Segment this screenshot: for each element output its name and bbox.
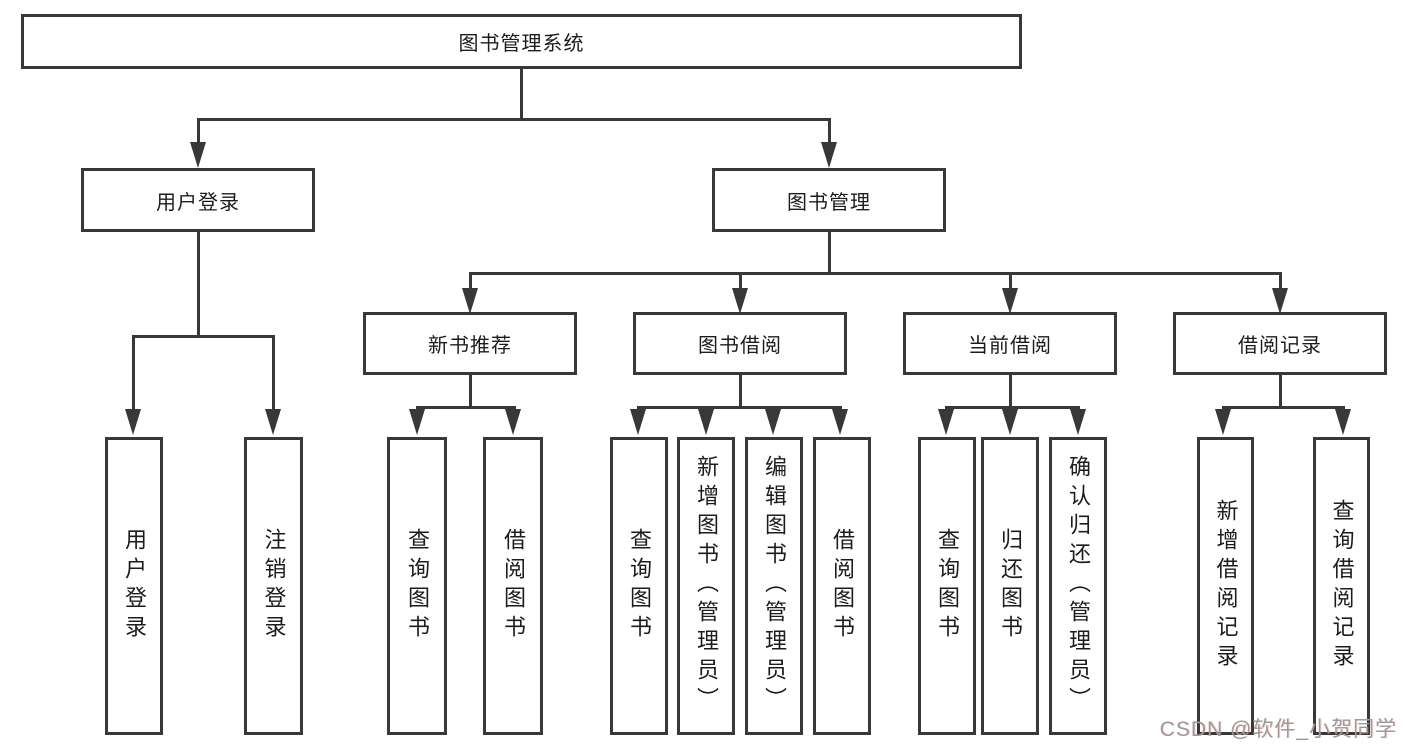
down-arrowhead-icon (1070, 409, 1086, 435)
down-arrowhead-icon (265, 409, 281, 435)
down-arrowhead-icon (698, 409, 714, 435)
node-current-borrow: 当前借阅 (903, 312, 1117, 375)
connector-drop-login-leaf (132, 335, 135, 411)
leaf-cb-confirm-return-admin-label: 确认归还（管理员） (1066, 455, 1091, 717)
leaf-bb-add-books-admin-label: 新增图书（管理员） (694, 455, 719, 717)
leaf-user-login: 用户登录 (105, 437, 163, 735)
connector-new-book-bar (416, 406, 516, 409)
connector-borrow-records-bar (1222, 406, 1345, 409)
down-arrowhead-icon (190, 142, 206, 168)
connector-borrow-records-stem (1279, 375, 1282, 406)
leaf-bb-query-books: 查询图书 (610, 437, 668, 735)
node-borrow-records: 借阅记录 (1173, 312, 1387, 375)
connector-root-stem (520, 69, 523, 118)
down-arrowhead-icon (630, 409, 646, 435)
node-current-borrow-label: 当前借阅 (968, 335, 1052, 357)
down-arrowhead-icon (1272, 288, 1288, 314)
node-book-borrow-label: 图书借阅 (698, 335, 782, 357)
leaf-cb-query-books-label: 查询图书 (935, 527, 960, 645)
connector-user-login-bar (132, 335, 275, 338)
down-arrowhead-icon (1002, 409, 1018, 435)
leaf-bb-add-books-admin: 新增图书（管理员） (677, 437, 735, 735)
down-arrowhead-icon (1335, 409, 1351, 435)
connector-drop-book-management (828, 118, 831, 148)
leaf-bb-borrow-books-label: 借阅图书 (830, 527, 855, 645)
leaf-bb-query-books-label: 查询图书 (627, 527, 652, 645)
down-arrowhead-icon (409, 409, 425, 435)
connector-drop-borrow-records (1279, 272, 1282, 294)
leaf-cb-confirm-return-admin: 确认归还（管理员） (1049, 437, 1107, 735)
leaf-br-query-record: 查询借阅记录 (1313, 437, 1370, 735)
down-arrowhead-icon (1215, 409, 1231, 435)
connector-drop-user-login (197, 118, 200, 148)
connector-current-borrow-bar (945, 406, 1080, 409)
leaf-nb-borrow-books-label: 借阅图书 (501, 527, 526, 645)
leaf-br-add-record: 新增借阅记录 (1197, 437, 1254, 735)
down-arrowhead-icon (938, 409, 954, 435)
node-book-management: 图书管理 (712, 168, 946, 232)
leaf-logout-label: 注销登录 (261, 527, 287, 645)
connector-book-management-stem (828, 232, 831, 272)
down-arrowhead-icon (732, 288, 748, 314)
leaf-nb-borrow-books: 借阅图书 (483, 437, 543, 735)
leaf-br-add-record-label: 新增借阅记录 (1213, 498, 1239, 674)
leaf-logout: 注销登录 (244, 437, 303, 735)
connector-book-borrow-bar (637, 406, 842, 409)
node-book-management-label: 图书管理 (787, 191, 871, 214)
node-book-borrow: 图书借阅 (633, 312, 847, 375)
node-new-book-recommend-label: 新书推荐 (428, 335, 512, 357)
down-arrowhead-icon (505, 409, 521, 435)
leaf-cb-query-books: 查询图书 (918, 437, 976, 735)
down-arrowhead-icon (462, 288, 478, 314)
connector-level2-bar (197, 118, 831, 121)
connector-user-login-stem (197, 232, 200, 335)
node-borrow-records-label: 借阅记录 (1238, 335, 1322, 357)
down-arrowhead-icon (821, 142, 837, 168)
connector-drop-book-borrow (739, 272, 742, 294)
leaf-bb-edit-books-admin-label: 编辑图书（管理员） (762, 455, 787, 717)
node-user-login-label: 用户登录 (156, 191, 240, 214)
connector-level3-bar (469, 272, 1282, 275)
node-root-label: 图书管理系统 (458, 33, 585, 55)
leaf-nb-query-books-label: 查询图书 (405, 527, 430, 645)
down-arrowhead-icon (1002, 288, 1018, 314)
leaf-user-login-label: 用户登录 (122, 527, 147, 645)
connector-drop-logout-leaf (272, 335, 275, 411)
leaf-nb-query-books: 查询图书 (387, 437, 447, 735)
connector-drop-new-book (469, 272, 472, 294)
connector-book-borrow-stem (739, 375, 742, 406)
csdn-watermark: CSDN @软件_小贺同学 (1159, 718, 1397, 741)
leaf-cb-return-books-label: 归还图书 (998, 527, 1023, 645)
leaf-bb-edit-books-admin: 编辑图书（管理员） (745, 437, 803, 735)
connector-current-borrow-stem (1009, 375, 1012, 406)
leaf-cb-return-books: 归还图书 (981, 437, 1039, 735)
connector-drop-current-borrow (1009, 272, 1012, 294)
leaf-br-query-record-label: 查询借阅记录 (1329, 498, 1355, 674)
leaf-bb-borrow-books: 借阅图书 (813, 437, 871, 735)
node-new-book-recommend: 新书推荐 (363, 312, 577, 375)
down-arrowhead-icon (832, 409, 848, 435)
down-arrowhead-icon (765, 409, 781, 435)
node-user-login: 用户登录 (81, 168, 315, 232)
connector-new-book-stem (469, 375, 472, 406)
down-arrowhead-icon (125, 409, 141, 435)
node-root-library-management-system: 图书管理系统 (21, 14, 1022, 69)
